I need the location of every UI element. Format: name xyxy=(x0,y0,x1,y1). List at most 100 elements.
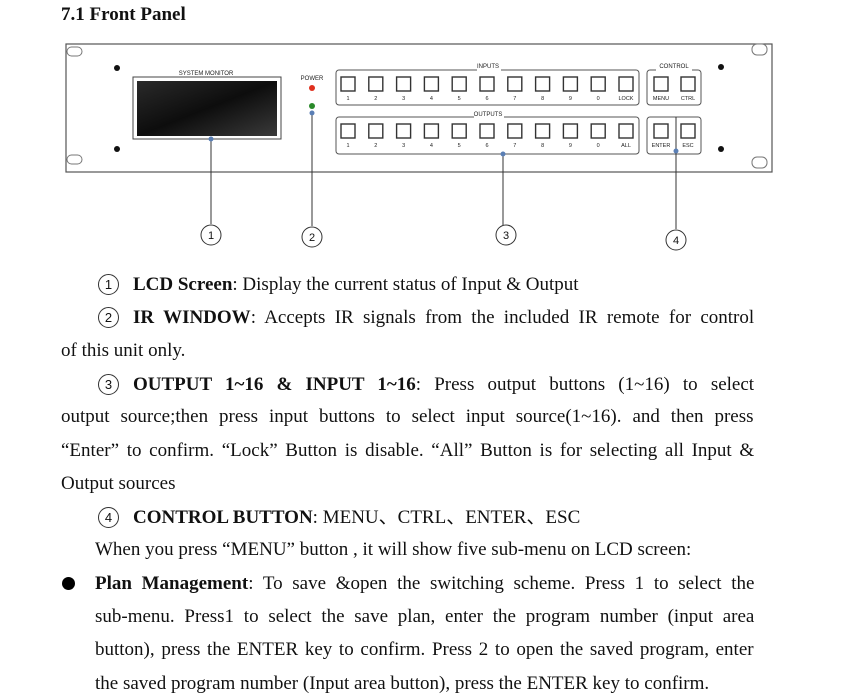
input-key-11-label: LOCK xyxy=(619,96,634,102)
outputs-label: OUTPUTS xyxy=(474,112,503,118)
item-4-number: 4 xyxy=(98,507,119,528)
callout-1-anchor xyxy=(208,136,214,142)
bullet-title: Plan Management xyxy=(95,573,249,594)
input-key-6-button[interactable] xyxy=(479,76,495,92)
callout-2-anchor xyxy=(309,110,315,116)
input-key-5-button[interactable] xyxy=(451,76,467,92)
inputs-label: INPUTS xyxy=(477,64,499,70)
input-key-4-label: 4 xyxy=(430,96,433,102)
item-2-number: 2 xyxy=(98,307,119,328)
output-key-3-label: 3 xyxy=(402,143,405,149)
screw-icon xyxy=(718,146,724,152)
output-key-4-label: 4 xyxy=(430,143,433,149)
screw-icon xyxy=(114,65,120,71)
output-key-5-button[interactable] xyxy=(451,123,467,139)
input-key-2-label: 2 xyxy=(374,96,377,102)
input-key-1-button[interactable] xyxy=(340,76,356,92)
screw-icon xyxy=(718,64,724,70)
callout-1-number: 1 xyxy=(208,230,214,242)
callout-4-number: 4 xyxy=(673,235,679,247)
input-key-4-button[interactable] xyxy=(423,76,440,92)
callout-3-number: 3 xyxy=(503,230,509,242)
output-key-9-button[interactable] xyxy=(562,123,579,139)
output-key-1-button[interactable] xyxy=(340,123,356,139)
output-key-11-button[interactable] xyxy=(618,123,634,139)
control-enter-label: ENTER xyxy=(652,143,671,149)
input-key-10-button[interactable] xyxy=(590,76,606,92)
output-key-2-button[interactable] xyxy=(368,123,384,139)
ir-window-icon xyxy=(309,103,315,109)
output-key-8-button[interactable] xyxy=(534,123,551,139)
item-4: 4 CONTROL BUTTON: MENU、CTRL、ENTER、ESC xyxy=(98,507,580,528)
output-key-4-button[interactable] xyxy=(423,123,440,139)
output-key-11-label: ALL xyxy=(621,143,631,149)
lcd-label: SYSTEM MONITOR xyxy=(179,71,234,77)
bullet-line-2: sub-menu. Press1 to select the save plan… xyxy=(95,606,755,627)
item-3-line-1: output source;then press input buttons t… xyxy=(61,406,754,427)
input-key-3-button[interactable] xyxy=(395,76,412,92)
item-2-continuation: of this unit only. xyxy=(61,340,186,361)
rack-ear-right-bottom xyxy=(751,156,768,169)
callout-3-anchor xyxy=(500,151,506,157)
output-key-6-label: 6 xyxy=(485,143,488,149)
output-key-10-button[interactable] xyxy=(590,123,606,139)
output-key-2-label: 2 xyxy=(374,143,377,149)
output-key-7-button[interactable] xyxy=(507,123,523,139)
input-key-11-button[interactable] xyxy=(618,76,634,92)
item-1-text: : Display the current status of Input & … xyxy=(232,274,579,295)
input-key-5-label: 5 xyxy=(458,96,461,102)
item-1-title: LCD Screen xyxy=(133,274,233,295)
callout-2-number: 2 xyxy=(309,232,315,244)
control-esc-label: ESC xyxy=(682,143,693,149)
item-1-number: 1 xyxy=(98,274,119,295)
control-ctrl-button[interactable] xyxy=(680,76,696,92)
input-key-10-label: 0 xyxy=(597,96,600,102)
item-4-text: : MENU、CTRL、ENTER、ESC xyxy=(312,507,581,528)
output-key-3-button[interactable] xyxy=(395,123,412,139)
output-key-6-button[interactable] xyxy=(479,123,495,139)
control-enter-button[interactable] xyxy=(653,123,669,139)
control-menu-label: MENU xyxy=(653,96,669,102)
output-key-10-label: 0 xyxy=(597,143,600,149)
callout-1: 1 xyxy=(200,224,222,246)
control-menu-button[interactable] xyxy=(653,76,669,92)
callout-3: 3 xyxy=(495,224,517,246)
control-esc-button[interactable] xyxy=(680,123,696,139)
input-key-8-button[interactable] xyxy=(534,76,551,92)
rack-ear-right-top xyxy=(751,43,768,56)
bullet-icon xyxy=(62,577,75,590)
input-key-9-label: 9 xyxy=(569,96,572,102)
callout-2: 2 xyxy=(301,226,323,248)
screw-icon xyxy=(114,146,120,152)
item-3-text: : Press output buttons (1~16) to select xyxy=(415,374,755,395)
bullet-line-1: Plan Management: To save &open the switc… xyxy=(95,574,754,593)
callout-4: 4 xyxy=(665,229,687,251)
item-3-line-3: Output sources xyxy=(61,473,176,494)
input-key-7-button[interactable] xyxy=(507,76,523,92)
control-ctrl-label: CTRL xyxy=(681,96,695,102)
item-1: 1 LCD Screen: Display the current status … xyxy=(98,274,579,295)
input-key-7-label: 7 xyxy=(513,96,516,102)
bullet-line-4: the saved program number (Input area but… xyxy=(95,673,710,694)
item-3-number: 3 xyxy=(98,374,119,395)
item-4-title: CONTROL BUTTON xyxy=(133,507,313,528)
output-key-5-label: 5 xyxy=(458,143,461,149)
input-key-6-label: 6 xyxy=(485,96,488,102)
input-key-9-button[interactable] xyxy=(562,76,579,92)
power-label: POWER xyxy=(301,76,324,82)
front-panel-diagram: SYSTEM MONITOR POWER INPUTS OUTPUTS CONT… xyxy=(65,43,773,251)
rack-ear-left-top xyxy=(66,46,83,57)
output-key-7-label: 7 xyxy=(513,143,516,149)
output-key-8-label: 8 xyxy=(541,143,544,149)
lcd-screen xyxy=(137,81,277,136)
section-title: 7.1 Front Panel xyxy=(61,4,186,25)
item-2-text: : Accepts IR signals from the included I… xyxy=(250,307,755,328)
input-key-2-button[interactable] xyxy=(368,76,384,92)
item-3-title: OUTPUT 1~16 & INPUT 1~16 xyxy=(133,374,416,395)
input-key-1-label: 1 xyxy=(346,96,349,102)
output-key-1-label: 1 xyxy=(346,143,349,149)
control-label: CONTROL xyxy=(659,64,689,70)
menu-intro: When you press “MENU” button , it will s… xyxy=(95,539,692,560)
power-led-icon xyxy=(309,85,315,91)
